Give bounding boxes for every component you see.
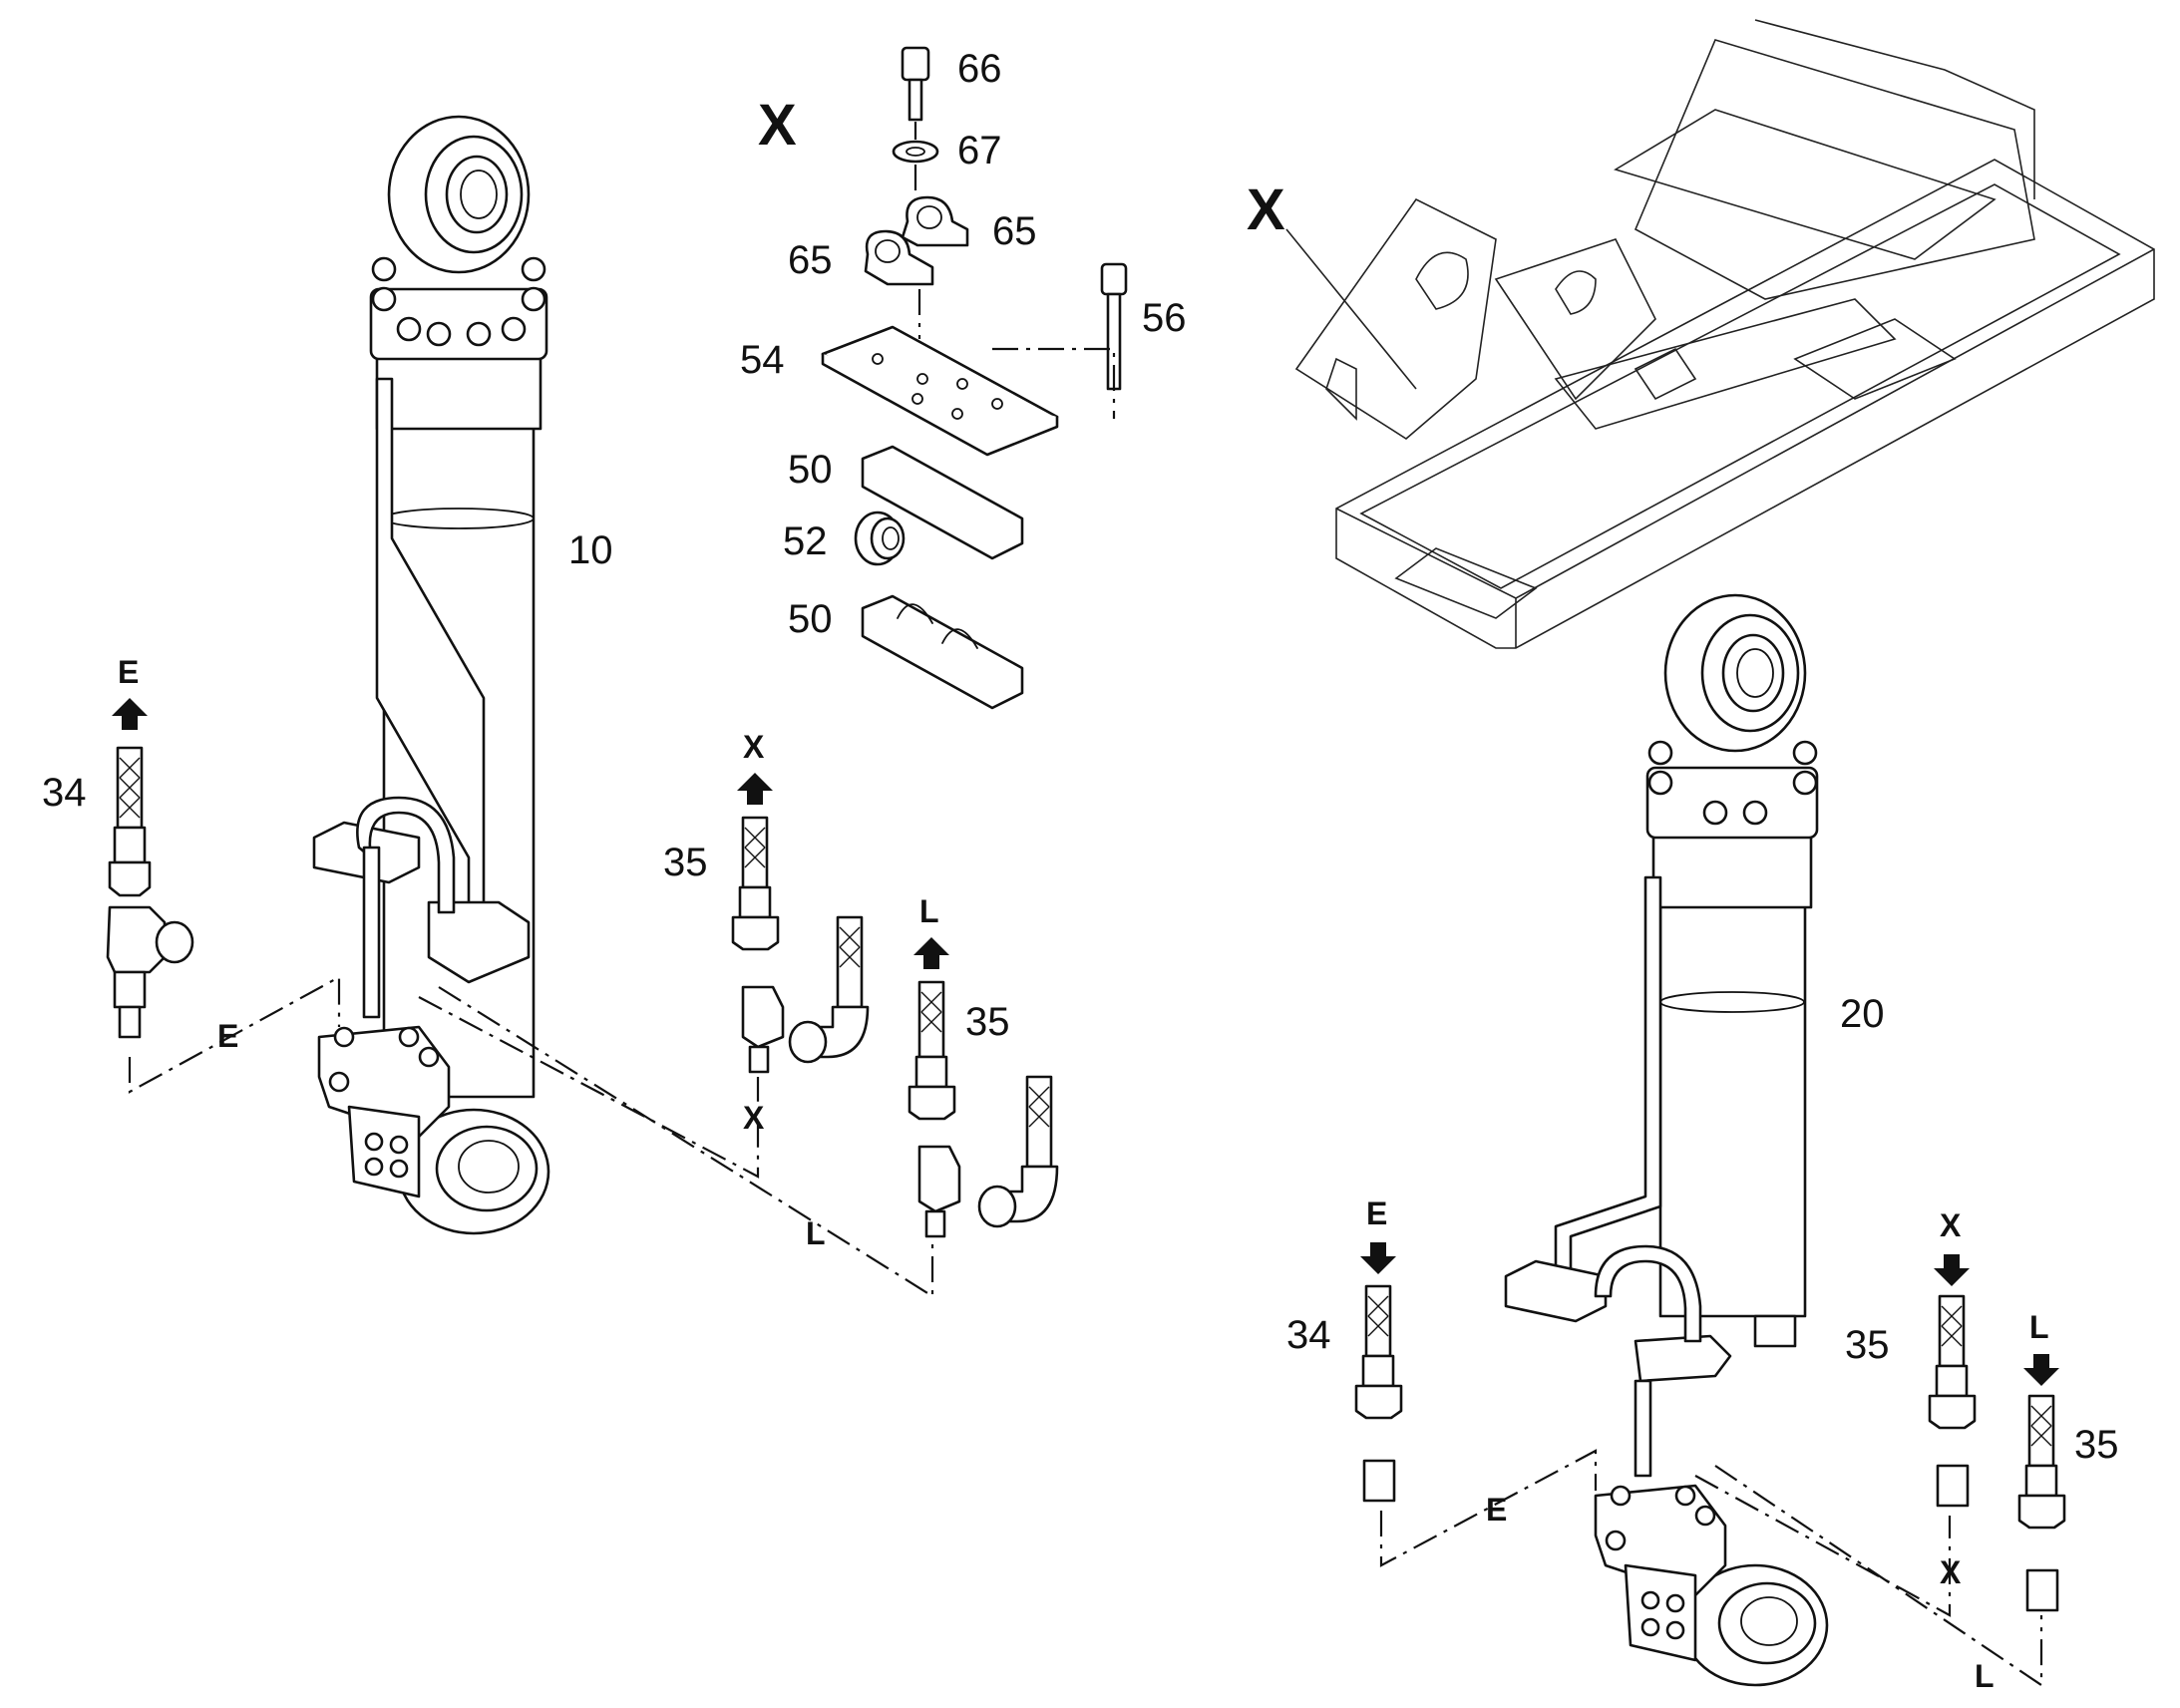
- callout-35-l-right: 35: [2074, 1423, 2119, 1467]
- fitting-35-x-right[interactable]: [1928, 1294, 1977, 1508]
- arrow-down-icon: [2023, 1354, 2059, 1386]
- callout-35-x-left: 35: [663, 841, 708, 884]
- washer-67[interactable]: [892, 140, 939, 164]
- label-e-left: E: [217, 1018, 238, 1054]
- left-hydraulic-cylinder[interactable]: [312, 115, 550, 1235]
- fitting-35-x-left[interactable]: [731, 816, 870, 1074]
- callout-cyl-right: 20: [1840, 992, 1885, 1036]
- clamp-detail-x: [821, 46, 1128, 710]
- callout-65b: 65: [992, 209, 1037, 253]
- fitting-34-left[interactable]: [106, 746, 194, 1039]
- machine-frame: [1285, 19, 2155, 649]
- arrow-up-icon: [913, 937, 949, 969]
- callout-labels: 10 20 66 67 65 65 54 56 50 52 50 34 35 3…: [42, 47, 2119, 1467]
- label-e-top-right: E: [1366, 1196, 1387, 1231]
- clamp-half-50b[interactable]: [861, 594, 1024, 710]
- bolt-56[interactable]: [1100, 262, 1128, 296]
- label-x-top-right: X: [1940, 1207, 1962, 1243]
- fitting-35-l-left[interactable]: [908, 980, 1059, 1238]
- frame-x-marker: X: [1247, 177, 1285, 242]
- label-l-right: L: [1975, 1658, 1995, 1694]
- right-hydraulic-cylinder[interactable]: [1504, 593, 1829, 1687]
- detail-x-title: X: [758, 93, 797, 158]
- label-e-right: E: [1486, 1492, 1507, 1528]
- label-x-left: X: [743, 1100, 765, 1136]
- arrow-up-icon: [112, 698, 148, 730]
- callout-34-right: 34: [1286, 1313, 1331, 1357]
- bolt-66[interactable]: [901, 46, 930, 82]
- label-e-top-left: E: [118, 654, 139, 690]
- arrow-down-icon: [1934, 1254, 1970, 1286]
- arrow-down-icon: [1360, 1242, 1396, 1274]
- callout-56: 56: [1142, 296, 1187, 340]
- callout-52: 52: [783, 519, 828, 563]
- callout-54: 54: [740, 338, 785, 382]
- callout-50a: 50: [788, 448, 833, 492]
- label-x-top-left: X: [743, 729, 765, 765]
- label-l-top-left: L: [919, 893, 939, 929]
- callout-65a: 65: [788, 238, 833, 282]
- connection-labels: E E X X L L E E X X L L: [118, 654, 2049, 1694]
- callout-34-left: 34: [42, 771, 87, 815]
- callout-cyl-left: 10: [568, 528, 613, 572]
- callout-50b: 50: [788, 597, 833, 641]
- arrow-up-icon: [737, 773, 773, 805]
- fitting-34-right[interactable]: [1354, 1284, 1403, 1503]
- callout-66: 66: [957, 47, 1002, 91]
- fitting-35-l-right[interactable]: [2017, 1394, 2066, 1612]
- label-x-right: X: [1940, 1554, 1962, 1590]
- label-l-top-right: L: [2029, 1309, 2049, 1345]
- callout-35-x-right: 35: [1845, 1323, 1890, 1367]
- label-l-left: L: [806, 1215, 826, 1251]
- callout-35-l-left: 35: [965, 1000, 1010, 1044]
- clamp-65a[interactable]: [864, 229, 934, 286]
- clamp-half-50a[interactable]: [861, 445, 1024, 560]
- clamp-65b[interactable]: [901, 195, 969, 247]
- callout-67: 67: [957, 129, 1002, 172]
- connection-lines: [128, 975, 2043, 1688]
